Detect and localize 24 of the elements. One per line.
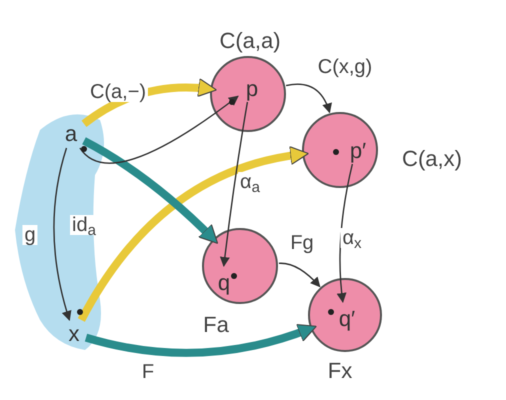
edge-label: α$_{a}$ [238,172,262,192]
arrow [220,102,248,267]
element-label: a [60,122,82,146]
set-label: C(a,a) [219,27,281,55]
edge-label: α$_{x}$ [340,228,364,248]
arrow [278,262,320,288]
arrow [336,164,354,303]
element-label: q [214,270,234,296]
element-label: q′ [334,306,360,332]
set-label: C(a,x) [402,145,462,173]
element-label: p [242,76,262,102]
edge-label: g [22,225,38,245]
arrow [53,148,72,321]
functor-arrow [78,146,309,322]
functor-arrow [84,324,317,357]
arrow [79,96,239,164]
element-label: p′ [346,138,370,164]
functor-arrow [82,137,218,244]
element-label: x [64,322,84,346]
arrow [286,84,332,114]
edge-label: id$_{a}$ [70,215,98,235]
set-label: Fa [203,311,229,339]
functor-arrow [82,78,218,128]
set-label: Fx [328,357,352,385]
